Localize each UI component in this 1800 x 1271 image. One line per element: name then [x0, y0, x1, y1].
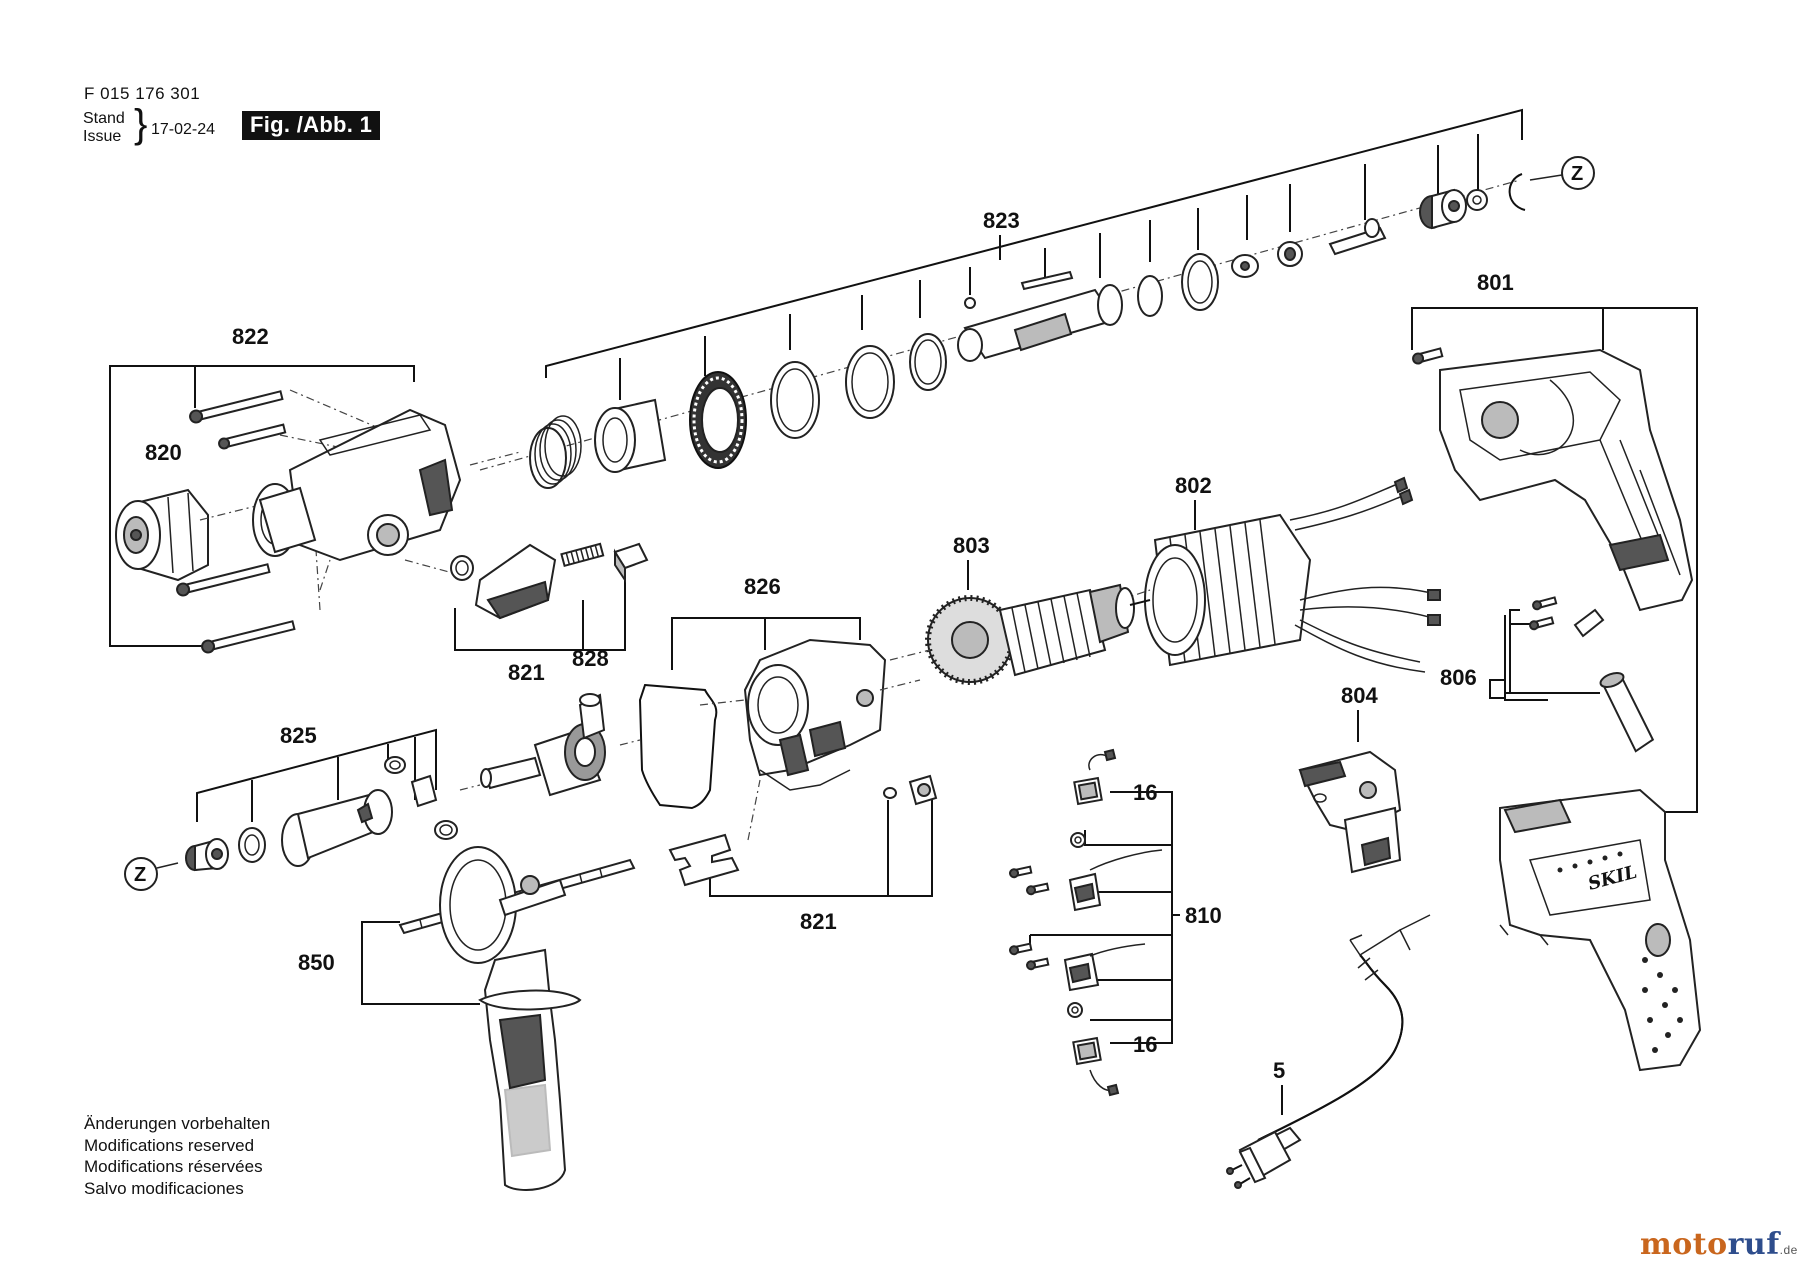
connector-z-left-label: Z	[134, 864, 146, 886]
label-821-bottom: 821	[800, 909, 837, 934]
bracket-826	[671, 617, 861, 670]
figure-label: Fig. /Abb. 1	[242, 111, 381, 140]
label-825: 825	[280, 723, 317, 748]
watermark-suffix: .de	[1779, 1243, 1798, 1257]
side-handle-850	[398, 846, 636, 1191]
stand-label: Stand	[83, 110, 125, 127]
chuck-820	[115, 488, 209, 582]
label-828: 828	[572, 646, 609, 671]
housing-half-801	[1412, 347, 1694, 612]
bracket-806	[1489, 609, 1600, 701]
bracket-822	[109, 365, 415, 647]
label-821-top: 821	[508, 660, 545, 685]
disclaimer-line-es: Salvo modificaciones	[84, 1178, 244, 1198]
label-803: 803	[953, 533, 990, 558]
bracket-821-bottom	[709, 794, 933, 897]
label-822: 822	[232, 324, 269, 349]
label-5: 5	[1273, 1058, 1285, 1083]
cable-clamp-parts-806	[1529, 596, 1655, 753]
label-850: 850	[298, 950, 335, 975]
bracket-825	[196, 728, 437, 822]
gear-shaft-828	[480, 693, 606, 797]
label-826: 826	[744, 574, 781, 599]
connector-z-right-circle	[1561, 156, 1595, 190]
selector-parts-821	[450, 542, 649, 620]
clutch-parts-825	[156, 756, 458, 872]
bracket-823	[545, 108, 1523, 400]
gasket-826	[638, 683, 718, 810]
disclaimer-line-en: Modifications reserved	[84, 1135, 255, 1155]
bracket-801	[1411, 307, 1698, 813]
gear-housing-822	[252, 408, 462, 562]
bracket-810	[1029, 791, 1180, 1044]
switch-plate-821	[668, 774, 938, 887]
spindle-parts-823	[479, 173, 1526, 489]
document-number: F 015 176 301	[84, 84, 201, 103]
label-820: 820	[145, 440, 182, 465]
label-16-bottom: 16	[1133, 1032, 1157, 1057]
connector-z-left-circle	[124, 857, 158, 891]
bracket-850	[361, 921, 480, 1005]
watermark-part-a: moto	[1640, 1227, 1728, 1262]
connector-z-right-label: Z	[1571, 163, 1583, 185]
disclaimer-line-de: Änderungen vorbehalten	[84, 1114, 271, 1133]
label-823: 823	[983, 208, 1020, 233]
watermark-logo: motoruf.de	[1640, 1227, 1798, 1262]
switch-804	[1298, 750, 1402, 874]
label-16-top: 16	[1133, 780, 1157, 805]
issue-date: 17-02-24	[151, 121, 216, 138]
motor-housing-826	[743, 638, 887, 791]
label-801: 801	[1477, 270, 1514, 295]
issue-label: Issue	[83, 128, 122, 145]
housing-half-801-lower: SKIL	[1499, 788, 1702, 1072]
stand-issue-labels: Stand Issue	[83, 110, 125, 146]
label-802: 802	[1175, 473, 1212, 498]
watermark-part-b: ruf	[1727, 1227, 1780, 1262]
label-810: 810	[1185, 903, 1222, 928]
disclaimer-line-fr: Modifications réservées	[84, 1157, 263, 1176]
brace-glyph: }	[134, 102, 148, 146]
bracket-821-top	[454, 576, 626, 651]
power-cord-5	[1226, 914, 1431, 1189]
label-806: 806	[1440, 665, 1477, 690]
stator-802	[1144, 476, 1441, 673]
brush-parts-810	[1009, 748, 1163, 1097]
disclaimer: Änderungen vorbehalten Modifications res…	[84, 1113, 270, 1199]
armature-803	[925, 583, 1151, 685]
label-804: 804	[1341, 683, 1378, 708]
